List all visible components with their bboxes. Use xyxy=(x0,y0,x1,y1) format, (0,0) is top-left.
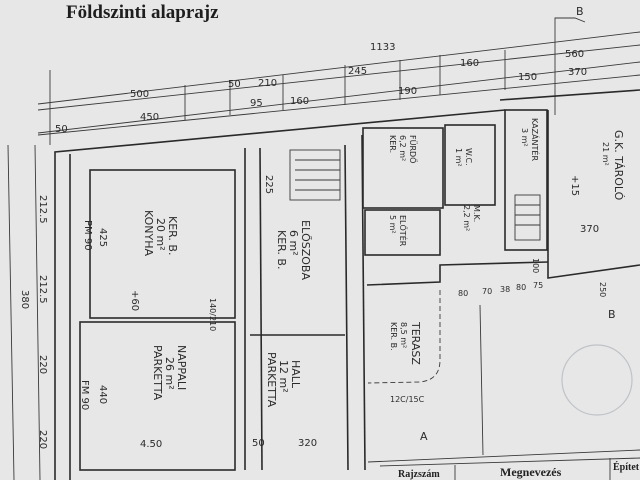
stamp xyxy=(561,344,633,416)
dim-left: 380 xyxy=(19,290,30,309)
room-name: KONYHA xyxy=(142,210,155,256)
dim-mid: 75 xyxy=(533,281,543,290)
room-mk: M.K. 2,2 m² xyxy=(462,205,481,231)
room-area: 2,2 m² xyxy=(462,205,471,231)
room-nappali: NAPPALI 26 m² PARKETTA xyxy=(151,345,188,401)
staircase xyxy=(289,149,541,241)
title-block xyxy=(379,457,640,480)
room-name: TERASZ xyxy=(409,321,422,365)
room-tarolo: G.K. TÁROLÓ 21 m² xyxy=(601,130,625,201)
dim-total: 1133 xyxy=(370,42,395,53)
dim-top: 245 xyxy=(348,66,367,77)
door-nappali: 140/210 xyxy=(208,298,217,331)
dim-top: 560 xyxy=(565,49,584,60)
room-floor: PARKETTA xyxy=(265,352,278,408)
dim-hall: 320 xyxy=(298,438,317,449)
dim-top: 95 xyxy=(250,98,263,109)
left-dimension-lines xyxy=(7,144,41,480)
window-nappali: FM 90 xyxy=(79,380,90,410)
section-marker-b: B xyxy=(608,308,616,321)
room-wc: W.C. 1 m² xyxy=(454,148,473,167)
dim-left: 212.5 xyxy=(37,275,48,304)
dim-top: 210 xyxy=(258,78,277,89)
room-name: M.K. xyxy=(472,205,481,222)
dim-top: 160 xyxy=(460,58,479,69)
dim-top: 160 xyxy=(290,96,309,107)
room-name: G.K. TÁROLÓ xyxy=(612,130,625,201)
plan-title: Földszinti alaprajz xyxy=(66,2,219,23)
room-area: 12 m² xyxy=(277,360,290,393)
room-name: KAZÁNTÉR xyxy=(530,118,541,161)
dim-konyha: 425 xyxy=(97,228,108,247)
dim-top: 450 xyxy=(140,112,159,123)
dim-mid: 100 xyxy=(531,258,540,273)
dim-mid: 38 xyxy=(500,285,510,294)
room-area: 20 m² xyxy=(154,218,167,251)
room-area: 3 m² xyxy=(520,128,529,147)
room-area: 5 m² xyxy=(388,215,397,234)
dim-mid: 250 xyxy=(598,282,607,297)
dim-mid: 70 xyxy=(482,287,492,296)
dim-top: 190 xyxy=(398,86,417,97)
dim-top: 50 xyxy=(228,79,241,90)
room-kazanter: KAZÁNTÉR 3 m² xyxy=(520,118,541,161)
dim-left: 212.5 xyxy=(37,195,48,224)
room-floor: KER. B. xyxy=(389,322,398,351)
walls xyxy=(54,89,640,480)
dim-eloszoba: 225 xyxy=(263,175,274,194)
top-dimension-lines xyxy=(37,17,640,145)
dim-mid: 80 xyxy=(458,289,468,298)
room-name: FÜRDŐ xyxy=(408,135,418,163)
title-block-builder: Építet xyxy=(613,461,640,473)
step-terasz: 12C/15C xyxy=(390,395,425,404)
room-area: 8,5 m² xyxy=(399,322,408,348)
room-area: 21 m² xyxy=(601,142,610,166)
window-konyha: PM 90 xyxy=(82,220,93,251)
dim-top: 500 xyxy=(130,89,149,100)
room-name: NAPPALI xyxy=(175,345,188,390)
room-eloter: ELŐTÉR 5 m² xyxy=(388,215,409,247)
title-block-name: Megnevezés xyxy=(500,465,562,479)
dim-hall: 50 xyxy=(252,438,265,449)
room-area: 1 m² xyxy=(454,148,463,167)
section-marker-b: B xyxy=(576,5,584,18)
room-floor: PARKETTA xyxy=(151,345,164,401)
room-hall: HALL 12 m² PARKETTA xyxy=(265,352,302,408)
dim-left: 220 xyxy=(37,355,48,374)
room-eloszoba: ELŐSZOBA 6 m² KER. B. xyxy=(275,220,313,280)
dim-mid: 80 xyxy=(516,283,526,292)
room-floor: KER. xyxy=(388,135,397,153)
room-floor: KER. B. xyxy=(275,230,288,269)
room-konyha: KONYHA 20 m² KER. B. xyxy=(142,210,179,256)
room-name: ELŐTÉR xyxy=(398,215,409,247)
title-block-drawing-no: Rajzszám xyxy=(398,469,440,480)
room-area: 26 m² xyxy=(163,357,176,390)
dim-top: 370 xyxy=(568,67,587,78)
room-furdo: FÜRDŐ 6,2 m² KER. xyxy=(388,135,418,163)
room-name: W.C. xyxy=(464,148,473,166)
level-konyha: +60 xyxy=(129,290,140,311)
dim-top: 50 xyxy=(55,124,68,135)
room-name: HALL xyxy=(289,360,302,389)
width-nappali: 4.50 xyxy=(140,439,162,450)
section-marker-a: A xyxy=(420,430,428,443)
dim-tarolo: 370 xyxy=(580,224,599,235)
dim-nappali: 440 xyxy=(97,385,108,404)
room-terasz: TERASZ 8,5 m² KER. B. xyxy=(389,321,422,365)
dim-top: 150 xyxy=(518,72,537,83)
room-area: 6,2 m² xyxy=(398,135,407,161)
room-area: 6 m² xyxy=(287,230,300,256)
dim-left: 220 xyxy=(37,430,48,449)
level-tarolo: +15 xyxy=(569,175,580,196)
room-floor: KER. B. xyxy=(166,216,179,255)
room-name: ELŐSZOBA xyxy=(299,220,313,280)
